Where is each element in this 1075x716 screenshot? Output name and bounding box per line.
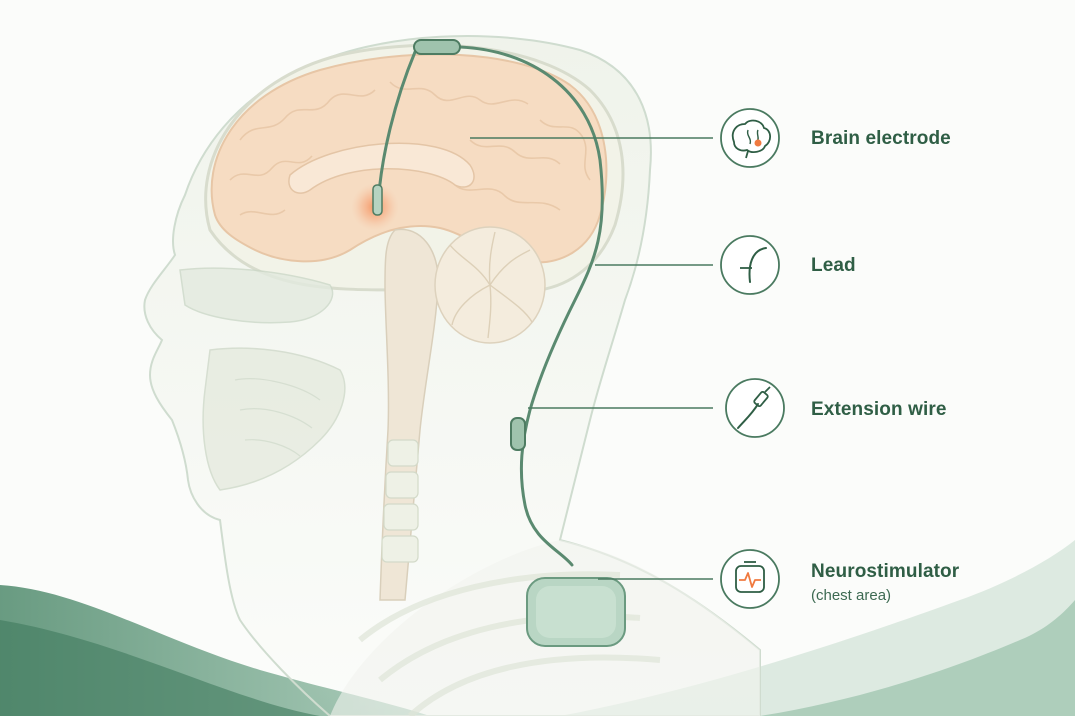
extension-wire-label: Extension wire bbox=[811, 399, 947, 421]
brainstem-spine bbox=[379, 228, 439, 601]
pulse-device-icon bbox=[720, 549, 780, 609]
lead-title: Lead bbox=[811, 255, 856, 276]
lead-wire-icon bbox=[720, 235, 780, 295]
neurostimulator-label: Neurostimulator (chest area) bbox=[811, 561, 959, 604]
leader-lines bbox=[470, 137, 713, 580]
neurostimulator-title: Neurostimulator bbox=[811, 561, 960, 582]
brain-electrode-label: Brain electrode bbox=[811, 128, 951, 150]
lead-wire bbox=[372, 39, 604, 567]
nasal-oral-cavity bbox=[179, 267, 346, 491]
lead-label: Lead bbox=[811, 255, 856, 277]
brain-icon bbox=[720, 108, 780, 168]
neurostimulator-device bbox=[526, 577, 626, 647]
background-waves bbox=[0, 540, 1075, 716]
electrode-tip bbox=[372, 184, 383, 216]
connector-plug-icon bbox=[725, 378, 785, 438]
brain-electrode-title: Brain electrode bbox=[811, 128, 951, 149]
extension-wire-title: Extension wire bbox=[811, 399, 947, 420]
cerebellum bbox=[434, 226, 546, 344]
neurostimulator-subtitle: (chest area) bbox=[811, 587, 892, 604]
